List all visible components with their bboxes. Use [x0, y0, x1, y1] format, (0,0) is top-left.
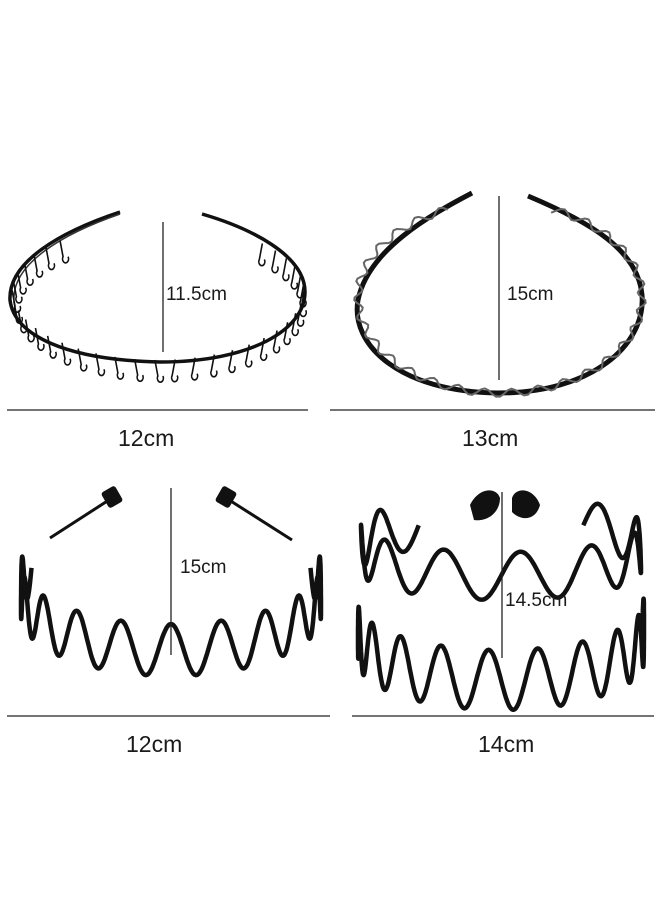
comb-tooth: [290, 266, 299, 290]
comb-tooth: [259, 337, 268, 361]
comb-tooth: [13, 300, 24, 324]
comb-tooth: [133, 358, 144, 383]
comb-tooth: [154, 359, 165, 383]
comb-tooth: [282, 258, 290, 282]
comb-tooth: [16, 271, 27, 295]
comb-tooth: [59, 240, 70, 264]
comb-tooth: [34, 327, 45, 351]
comb-tooth: [271, 250, 279, 274]
comb-tooth: [296, 275, 304, 299]
height-label-1: 11.5cm: [166, 284, 227, 305]
comb-tooth: [283, 322, 291, 346]
comb-tooth: [291, 313, 299, 337]
twisted-headband-image: [353, 190, 647, 398]
comb-tooth: [228, 350, 236, 374]
comb-tooth: [11, 289, 22, 313]
comb-tooth: [12, 280, 23, 304]
comb-tooth: [190, 357, 199, 381]
comb-tooth: [114, 356, 125, 380]
height-label-4: 14.5cm: [505, 590, 568, 611]
height-label-2: 15cm: [507, 284, 554, 305]
height-label-3: 15cm: [180, 557, 227, 578]
comb-tooth: [33, 254, 44, 278]
comb-tooth: [23, 262, 34, 286]
comb-tooth: [210, 354, 218, 378]
comb-tooth: [46, 335, 57, 359]
comb-tooth: [170, 359, 179, 383]
width-label-1: 12cm: [118, 425, 175, 451]
double-wave-headband-image: [355, 490, 647, 713]
comb-tooth: [77, 348, 88, 372]
comb-tooth: [258, 243, 266, 267]
comb-tooth: [296, 303, 305, 327]
comb-tooth: [299, 284, 307, 308]
width-label-4: 14cm: [478, 731, 535, 757]
width-label-2: 13cm: [462, 425, 519, 451]
comb-tooth: [299, 294, 307, 318]
comb-headband-image: [8, 210, 307, 383]
comb-tooth: [45, 247, 56, 271]
comb-tooth: [244, 344, 253, 368]
comb-tooth: [272, 330, 281, 354]
width-label-3: 12cm: [126, 731, 183, 757]
comb-tooth: [95, 353, 106, 377]
comb-tooth: [24, 319, 35, 343]
comb-tooth: [61, 342, 72, 366]
